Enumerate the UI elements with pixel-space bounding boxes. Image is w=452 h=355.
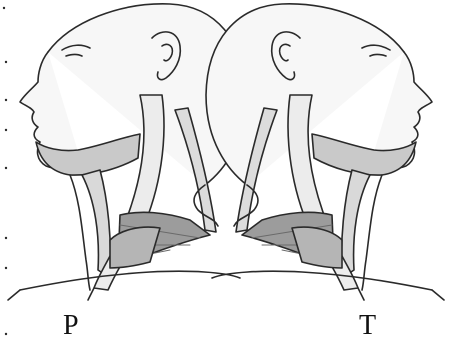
left-head-figure [8, 4, 246, 300]
right-shoulder [212, 271, 432, 290]
right-head-figure [206, 4, 444, 300]
label-p: P [63, 312, 79, 340]
right-lower-shade [292, 227, 342, 268]
margin-dots [3, 7, 7, 335]
left-lower-shade [110, 227, 160, 268]
left-neck-front [70, 175, 90, 290]
right-neck-front [362, 175, 382, 290]
label-t: T [359, 312, 376, 340]
left-shoulder [20, 271, 240, 290]
